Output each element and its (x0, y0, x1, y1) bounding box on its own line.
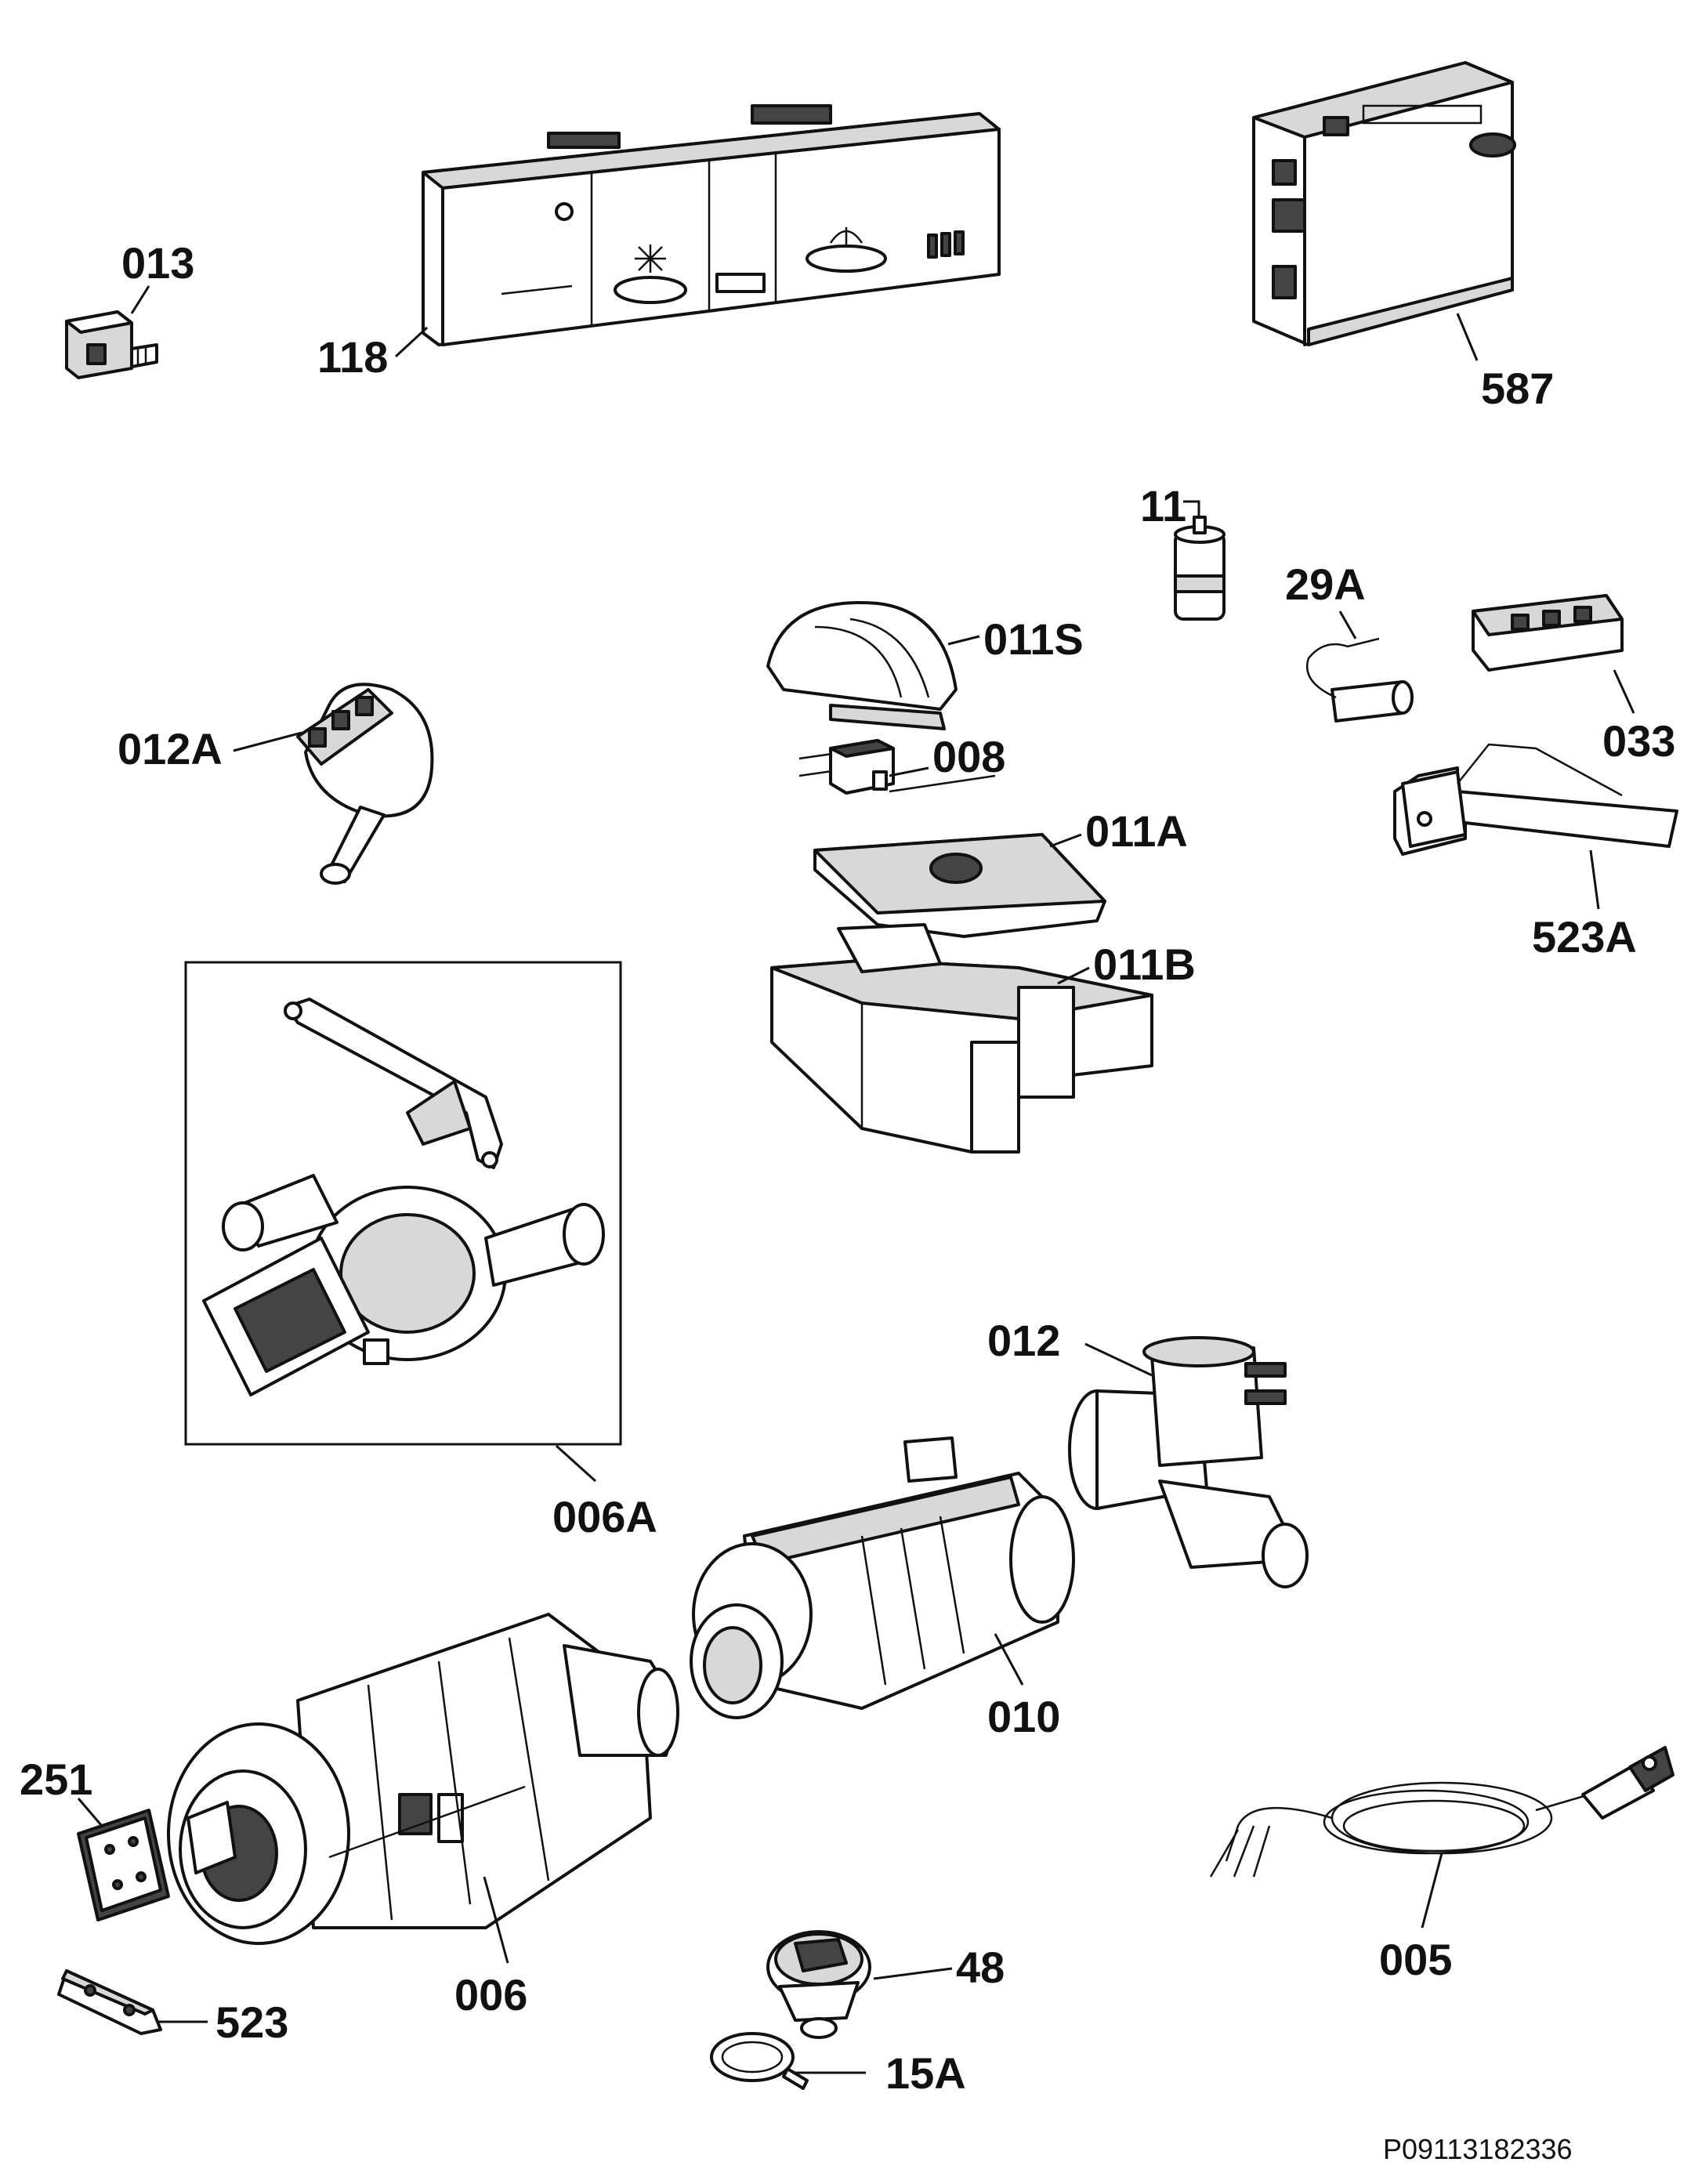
leader-587 (1456, 313, 1479, 361)
leader-011B (1057, 966, 1090, 985)
part-251-filter (77, 1809, 170, 1921)
label-11: 11 (1140, 481, 1186, 531)
label-008: 008 (932, 732, 1005, 781)
part-011A-cover-plate (813, 833, 1106, 938)
label-523A: 523A (1532, 912, 1637, 962)
part-008-microswitch (798, 739, 996, 795)
part-118-control-panel (422, 104, 1001, 346)
leader-011S (947, 635, 980, 646)
leader-005 (1421, 1853, 1443, 1929)
part-011S-cover (766, 601, 958, 730)
part-012-inlet-valve (1068, 1336, 1309, 1588)
part-11-capacitor (1174, 516, 1226, 621)
label-29A: 29A (1285, 560, 1366, 609)
leader-006A (555, 1444, 597, 1483)
label-006: 006 (454, 1970, 527, 2019)
part-587-electronic-module (1252, 61, 1516, 346)
leader-010 (994, 1633, 1024, 1686)
label-251: 251 (20, 1755, 92, 1804)
label-15A: 15A (885, 2048, 966, 2098)
part-15A-clamp (710, 2032, 809, 2090)
part-006-circulation-pump (167, 1613, 679, 1945)
part-012A-pressure-switch (296, 683, 434, 885)
label-012A: 012A (118, 724, 223, 773)
leader-013 (130, 285, 150, 314)
leader-523A (1589, 849, 1600, 910)
label-011B: 011B (1093, 940, 1196, 989)
leader-012A (233, 731, 302, 752)
leader-48 (873, 1967, 953, 1980)
leader-118 (394, 326, 429, 358)
leader-008 (889, 766, 929, 777)
label-011S: 011S (983, 614, 1084, 664)
label-013: 013 (121, 238, 194, 288)
label-587: 587 (1481, 364, 1554, 413)
part-006A-drain-pump-assembly (184, 961, 622, 1446)
leader-011A (1049, 833, 1082, 848)
label-48: 48 (956, 1943, 1005, 1992)
part-010-heater (690, 1436, 1075, 1719)
drawing-code: P09113182336 (1383, 2133, 1573, 2165)
part-033-terminal-block (1472, 594, 1624, 672)
part-013-connector (65, 310, 158, 379)
label-005: 005 (1379, 1935, 1452, 1984)
leader-033 (1613, 669, 1635, 714)
part-48-cap (766, 1930, 871, 2039)
leader-006 (483, 1876, 509, 1964)
label-033: 033 (1602, 716, 1675, 766)
label-006A: 006A (552, 1492, 657, 1541)
label-011A: 011A (1085, 806, 1188, 856)
part-29A-suppressor (1306, 637, 1414, 723)
label-523: 523 (215, 1997, 288, 2047)
part-011B-base-tray (770, 923, 1153, 1154)
part-005-power-cord (1209, 1746, 1674, 1878)
inset-box-006A (184, 961, 622, 1446)
label-118: 118 (317, 332, 388, 382)
leader-012 (1084, 1342, 1153, 1377)
leader-11 (1183, 500, 1200, 517)
leader-251 (77, 1798, 103, 1827)
part-523A-bracket (1393, 743, 1678, 856)
label-010: 010 (987, 1692, 1060, 1741)
part-523-clip (57, 1969, 162, 2035)
part-labels: 013 118 587 11 29A 011S 033 012A 008 011… (20, 238, 1675, 2165)
label-012: 012 (987, 1316, 1060, 1365)
leader-29A (1338, 610, 1357, 639)
